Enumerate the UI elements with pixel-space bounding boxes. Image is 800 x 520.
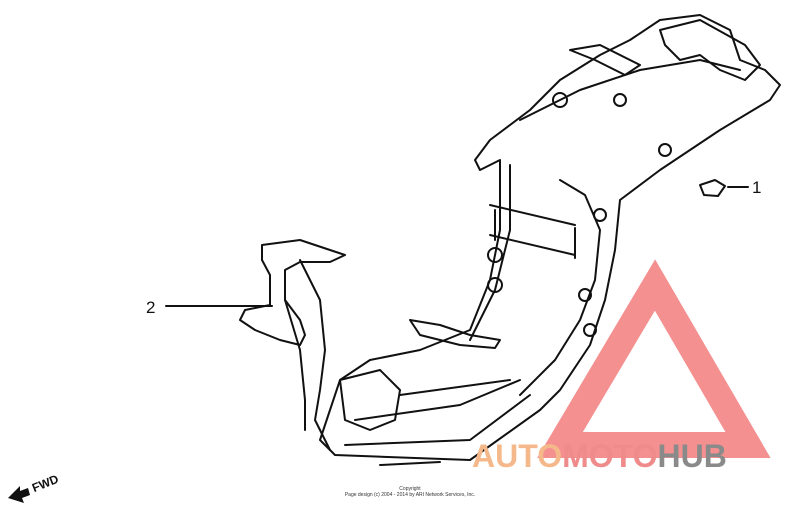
front-bracket <box>239 239 346 346</box>
watermark-moto: MOTO <box>562 438 658 474</box>
rear-bracket <box>659 19 761 81</box>
step-plate <box>379 461 441 466</box>
copyright-notice: Copyright Page design (c) 2004 - 2014 by… <box>300 486 520 498</box>
center-mount <box>409 319 501 349</box>
down-tube <box>284 259 331 451</box>
engine-mount <box>339 369 401 431</box>
copyright-line-2: Page design (c) 2004 - 2014 by ARI Netwo… <box>344 492 476 498</box>
frame-body <box>319 14 781 461</box>
copyright-line-1: Copyright <box>399 486 421 492</box>
watermark-hub: HUB <box>657 438 727 474</box>
fwd-arrow-icon <box>8 486 30 503</box>
cross-member <box>489 204 576 259</box>
frame-inner <box>469 59 741 396</box>
watermark-logo: AUTOMOTOHUB <box>472 438 727 475</box>
callout-label-2: 2 <box>146 298 156 317</box>
seat-mount <box>569 44 641 76</box>
watermark-auto: AUTO <box>472 438 563 474</box>
clip-part <box>699 179 726 197</box>
callout-label-1: 1 <box>752 178 762 197</box>
watermark-triangle <box>537 259 771 458</box>
floor-rails <box>344 379 531 446</box>
